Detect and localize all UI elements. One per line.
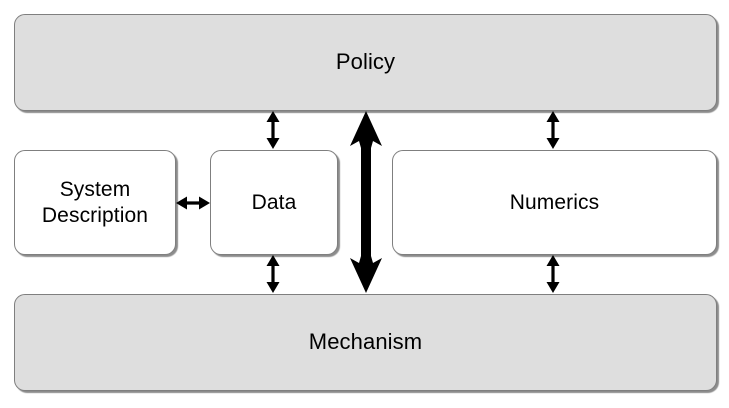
node-system-description[interactable]: System Description xyxy=(14,150,176,255)
connector-numerics-mechanism-arrow xyxy=(538,254,568,294)
node-numerics[interactable]: Numerics xyxy=(392,150,717,255)
node-mechanism-label: Mechanism xyxy=(308,329,423,355)
node-data-label: Data xyxy=(251,190,297,214)
node-mechanism[interactable]: Mechanism xyxy=(14,294,717,391)
connector-policy-mechanism-main-arrow xyxy=(348,110,384,294)
connector-system-description-data-arrow xyxy=(175,189,211,217)
node-system-description-label: System Description xyxy=(41,177,149,227)
connector-policy-numerics-arrow xyxy=(538,110,568,150)
connector-policy-data-arrow xyxy=(258,110,288,150)
node-data[interactable]: Data xyxy=(210,150,338,255)
node-numerics-label: Numerics xyxy=(509,190,600,214)
connector-data-mechanism-arrow xyxy=(258,254,288,294)
node-policy[interactable]: Policy xyxy=(14,14,717,111)
node-policy-label: Policy xyxy=(335,49,396,75)
